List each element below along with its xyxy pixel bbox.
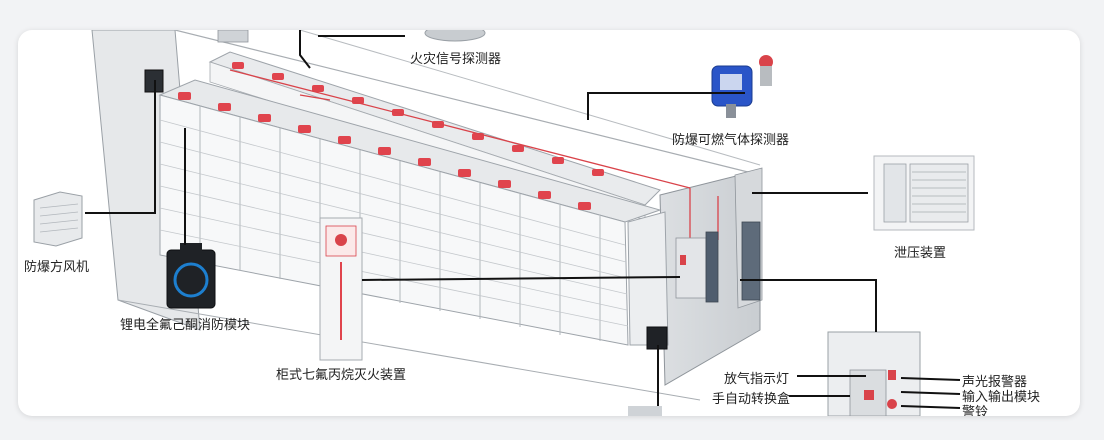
label-release-lamp: 放气指示灯	[724, 372, 790, 387]
gas-detector-device	[711, 55, 773, 118]
lithium-fire-module-device	[166, 243, 216, 309]
label-cabinet-extinguisher: 柜式七氟丙烷灭火装置	[276, 368, 407, 383]
control-cabinet	[627, 211, 761, 346]
heptafluoropropane-cabinet-device	[319, 217, 363, 361]
leader-lines	[85, 30, 961, 409]
pressure-relief-device	[873, 155, 975, 231]
label-io-module: 输入输出模块	[962, 390, 1041, 405]
container-diagram	[33, 30, 975, 416]
label-sound-light-alarm: 声光报警器	[962, 375, 1028, 390]
label-gas-detector: 防爆可燃气体探测器	[672, 133, 790, 148]
label-lithium-module: 锂电全氟己酮消防模块	[120, 318, 251, 333]
label-pressure-relief: 泄压装置	[894, 246, 947, 261]
label-fire-detector: 火灾信号探测器	[410, 52, 502, 67]
battery-rack-front	[158, 79, 662, 346]
label-alarm-bell: 警铃	[962, 405, 989, 416]
fire-detector-device	[424, 30, 486, 42]
label-fan: 防爆方风机	[24, 260, 90, 275]
explosion-proof-fan-device	[33, 191, 83, 247]
ceiling-sensor	[217, 30, 249, 43]
label-manual-switch: 手自动转换盒	[712, 392, 791, 407]
diagram-card: 火灾信号探测器 防爆可燃气体探测器 防爆方风机 泄压装置 锂电全氟己酮消防模块 …	[18, 30, 1080, 416]
door-panel-closeup	[827, 331, 921, 416]
